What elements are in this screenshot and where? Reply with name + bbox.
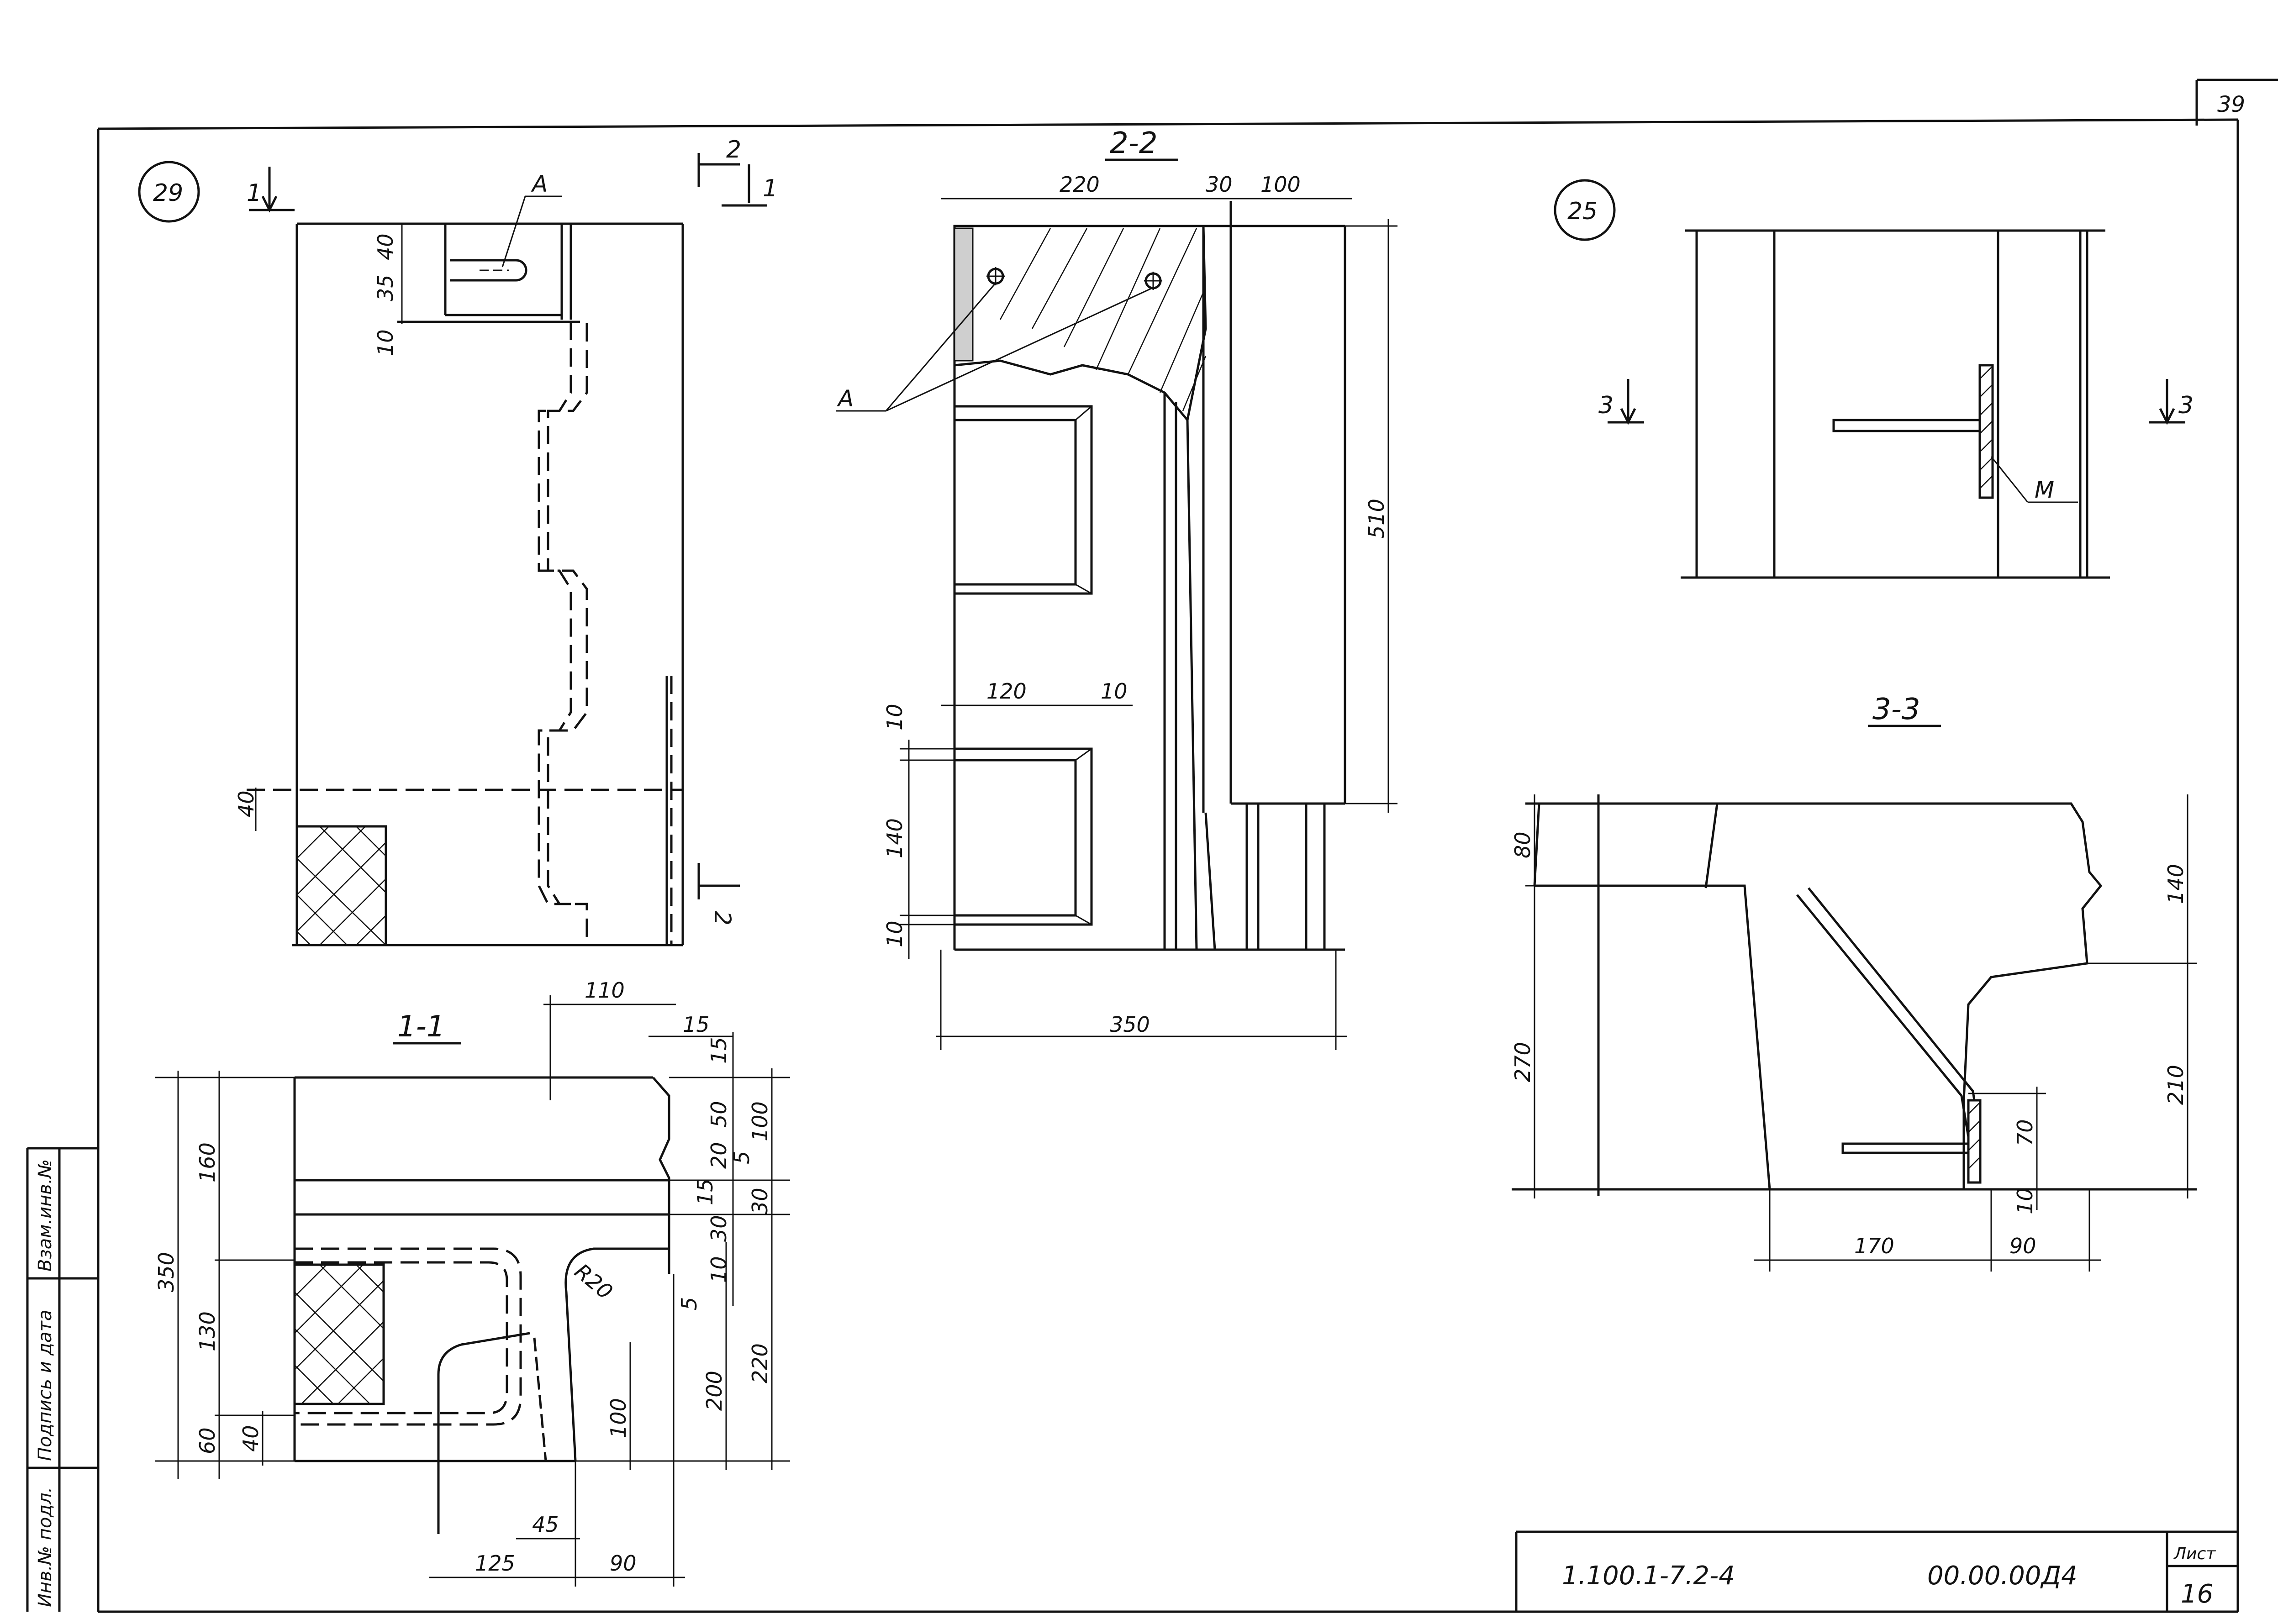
side-stamp: Инв.№ подл. Подпись и дата Взам.инв.№ <box>26 1147 98 1612</box>
sheet-frame: 39 <box>97 79 2278 1613</box>
node-25-marker <box>1554 179 1616 241</box>
insulation-strip <box>954 227 974 362</box>
dim-11-5b: 5 <box>677 1297 701 1310</box>
dim-11-110: 110 <box>585 978 625 1003</box>
section-1-1: 1-1 <box>154 978 790 1587</box>
node-25-number: 25 <box>1567 198 1598 225</box>
dim-33-80: 80 <box>1510 831 1535 858</box>
opening-lower <box>953 747 1093 926</box>
section-3-3: 3-3 80 270 140 210 70 10 <box>1510 693 2197 1272</box>
cut-1-label: 1 <box>247 179 262 207</box>
dim-11-220: 220 <box>748 1343 772 1383</box>
dim-11-50: 50 <box>707 1101 731 1128</box>
doc-code: 00.00.00Д4 <box>1927 1561 2078 1591</box>
dim-11-15a: 15 <box>683 1012 710 1037</box>
dim-11-20: 20 <box>707 1142 731 1169</box>
section-2-2-title: 2-2 <box>1110 126 1158 160</box>
dim-22-30: 30 <box>1206 172 1233 197</box>
stamp-cell-inv: Инв.№ подл. <box>35 1487 56 1607</box>
dim-11-30b: 30 <box>707 1215 731 1242</box>
opening-upper <box>953 405 1093 595</box>
dim-22-350: 350 <box>1110 1012 1150 1037</box>
dim-11-30a: 30 <box>748 1188 772 1214</box>
dim-22-10b: 10 <box>882 704 907 731</box>
dim-11-15c: 15 <box>693 1178 717 1205</box>
dim-11-60: 60 <box>195 1427 220 1454</box>
dim-33-70: 70 <box>2013 1119 2037 1146</box>
cut-2-label-top: 2 <box>726 136 741 163</box>
stamp-cell-sign: Подпись и дата <box>35 1310 56 1461</box>
dim-22-10a: 10 <box>1101 679 1128 704</box>
dim-11-100b: 100 <box>606 1398 631 1438</box>
dim-11-5a: 5 <box>729 1151 754 1164</box>
dim-33-90: 90 <box>2009 1234 2036 1258</box>
dim-11-45: 45 <box>532 1512 559 1537</box>
dim-22-140: 140 <box>882 818 907 858</box>
dim-22-100: 100 <box>1260 172 1301 197</box>
dim-29-40-left: 40 <box>234 790 258 817</box>
stamp-cell-replace: Взам.инв.№ <box>35 1159 56 1272</box>
dim-29-40: 40 <box>373 233 398 260</box>
dim-33-140: 140 <box>2163 864 2188 904</box>
dim-11-15b: 15 <box>707 1037 731 1064</box>
reinforcement-block-29 <box>295 825 387 946</box>
dim-11-r20: R20 <box>570 1259 617 1304</box>
list-label: Лист <box>2173 1545 2216 1563</box>
dim-29-10: 10 <box>373 329 398 356</box>
doc-series: 1.100.1-7.2-4 <box>1562 1561 1735 1591</box>
dim-11-130: 130 <box>195 1311 220 1351</box>
dim-22-220: 220 <box>1060 172 1100 197</box>
title-block: 1.100.1-7.2-4 00.00.00Д4 Лист 16 <box>1515 1530 2238 1612</box>
dim-33-10: 10 <box>2013 1188 2037 1214</box>
dim-11-40: 40 <box>238 1425 263 1452</box>
anchor-bar-25 <box>1832 419 1981 432</box>
node-25-mark-m: М <box>2035 477 2054 503</box>
reinforcement-block-11 <box>293 1263 385 1405</box>
dim-11-100: 100 <box>748 1101 772 1141</box>
page-number: 39 <box>2217 92 2245 117</box>
cut-3-label-left: 3 <box>1598 392 1614 419</box>
dim-11-10: 10 <box>707 1256 731 1283</box>
dim-29-35: 35 <box>373 274 398 301</box>
dim-11-160: 160 <box>195 1142 220 1183</box>
node-29-number: 29 <box>153 179 183 207</box>
node-29-elevation: 29 1 2 1 А <box>138 136 778 946</box>
node-29-mark-a: А <box>531 171 548 197</box>
section-3-3-title: 3-3 <box>1872 693 1920 726</box>
cut-3-label-right: 3 <box>2178 392 2194 419</box>
cut-2-label-bottom: 2 <box>709 911 736 925</box>
dim-33-270: 270 <box>1510 1042 1535 1082</box>
list-number: 16 <box>2181 1579 2213 1609</box>
cut-1-label-right: 1 <box>763 175 778 202</box>
dim-11-125: 125 <box>475 1551 515 1576</box>
dim-22-120: 120 <box>986 679 1027 704</box>
dim-22-510: 510 <box>1364 499 1389 539</box>
node-25-elevation: 25 М 3 3 <box>1554 179 2194 579</box>
dim-11-350: 350 <box>154 1252 179 1292</box>
dim-11-200: 200 <box>702 1371 727 1411</box>
section-1-1-title: 1-1 <box>397 1010 445 1044</box>
dim-11-90: 90 <box>610 1551 637 1576</box>
section-2-2: 2-2 220 30 100 <box>836 126 1397 1050</box>
dim-33-210: 210 <box>2163 1065 2188 1105</box>
section-2-2-mark-a: А <box>837 385 854 412</box>
dim-33-170: 170 <box>1854 1234 1894 1258</box>
dim-22-10c: 10 <box>882 920 907 947</box>
node-29-marker <box>138 161 200 223</box>
